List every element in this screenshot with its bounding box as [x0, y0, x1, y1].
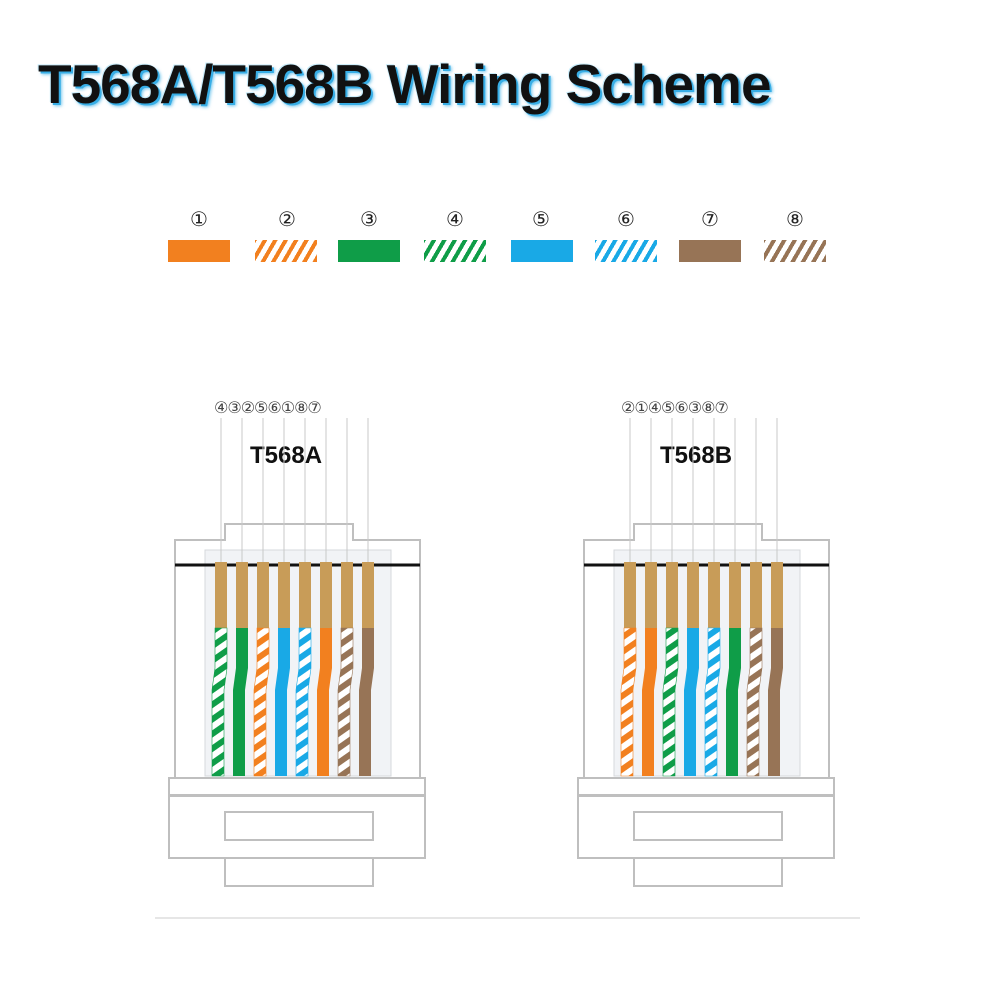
t568b-pin-contact — [666, 562, 678, 628]
t568b-boot-window — [633, 811, 783, 841]
t568a-cable-stub — [224, 857, 374, 887]
t568b-wire-2 — [620, 627, 637, 777]
t568a-collar — [168, 777, 426, 796]
t568a-wire-3 — [233, 628, 248, 776]
t568b-pin-order: ②①④⑤⑥③⑧⑦ — [621, 398, 729, 417]
t568a-pin-contact — [362, 562, 374, 628]
t568a-wire-4 — [211, 627, 228, 777]
t568b-pin-contact — [771, 562, 783, 628]
t568a-wire-6 — [295, 627, 312, 777]
t568b-wire-4 — [662, 627, 679, 777]
legend-swatch-2 — [255, 240, 317, 262]
t568a-pin-contact — [257, 562, 269, 628]
t568b-wire-6 — [704, 627, 721, 777]
legend-number-7: ⑦ — [701, 207, 719, 231]
t568b-pin-contact — [729, 562, 741, 628]
t568b-wire-8 — [746, 627, 763, 777]
legend-swatch-1 — [168, 240, 230, 262]
t568b-pin-contact — [750, 562, 762, 628]
legend-number-2: ② — [278, 207, 296, 231]
t568b-wire-1 — [642, 628, 657, 776]
t568b-connector — [577, 418, 835, 887]
t568a-boot-window — [224, 811, 374, 841]
t568b-wire-5 — [684, 628, 699, 776]
legend-number-4: ④ — [446, 207, 464, 231]
t568a-pin-contact — [299, 562, 311, 628]
t568b-wire-3 — [726, 628, 741, 776]
diagram-title: T568A/T568B Wiring Scheme — [38, 53, 772, 115]
t568a-wire-2 — [253, 627, 270, 777]
t568b-pin-contact — [708, 562, 720, 628]
t568b-collar — [577, 777, 835, 796]
t568a-label: T568A — [250, 442, 323, 469]
legend-number-1: ① — [190, 207, 208, 231]
legend-number-3: ③ — [360, 207, 378, 231]
legend-number-8: ⑧ — [786, 207, 804, 231]
t568b-cable-stub — [633, 857, 783, 887]
t568b-pin-contact — [645, 562, 657, 628]
t568a-pin-contact — [215, 562, 227, 628]
legend-number-5: ⑤ — [532, 207, 550, 231]
t568a-wire-7 — [359, 628, 374, 776]
legend-swatch-4 — [424, 240, 486, 262]
legend-swatch-8 — [764, 240, 826, 262]
legend-number-6: ⑥ — [617, 207, 635, 231]
t568a-wire-1 — [317, 628, 332, 776]
legend-swatch-6 — [595, 240, 657, 262]
t568a-pin-contact — [236, 562, 248, 628]
legend-swatch-7 — [679, 240, 741, 262]
t568a-pin-contact — [278, 562, 290, 628]
t568a-pin-contact — [320, 562, 332, 628]
t568b-pin-contact — [687, 562, 699, 628]
legend-swatch-3 — [338, 240, 400, 262]
t568a-connector — [168, 418, 426, 887]
t568a-wire-8 — [337, 627, 354, 777]
t568b-pin-contact — [624, 562, 636, 628]
legend-swatch-5 — [511, 240, 573, 262]
t568a-wire-5 — [275, 628, 290, 776]
t568b-wire-7 — [768, 628, 783, 776]
t568a-pin-order: ④③②⑤⑥①⑧⑦ — [214, 398, 322, 417]
t568a-pin-contact — [341, 562, 353, 628]
